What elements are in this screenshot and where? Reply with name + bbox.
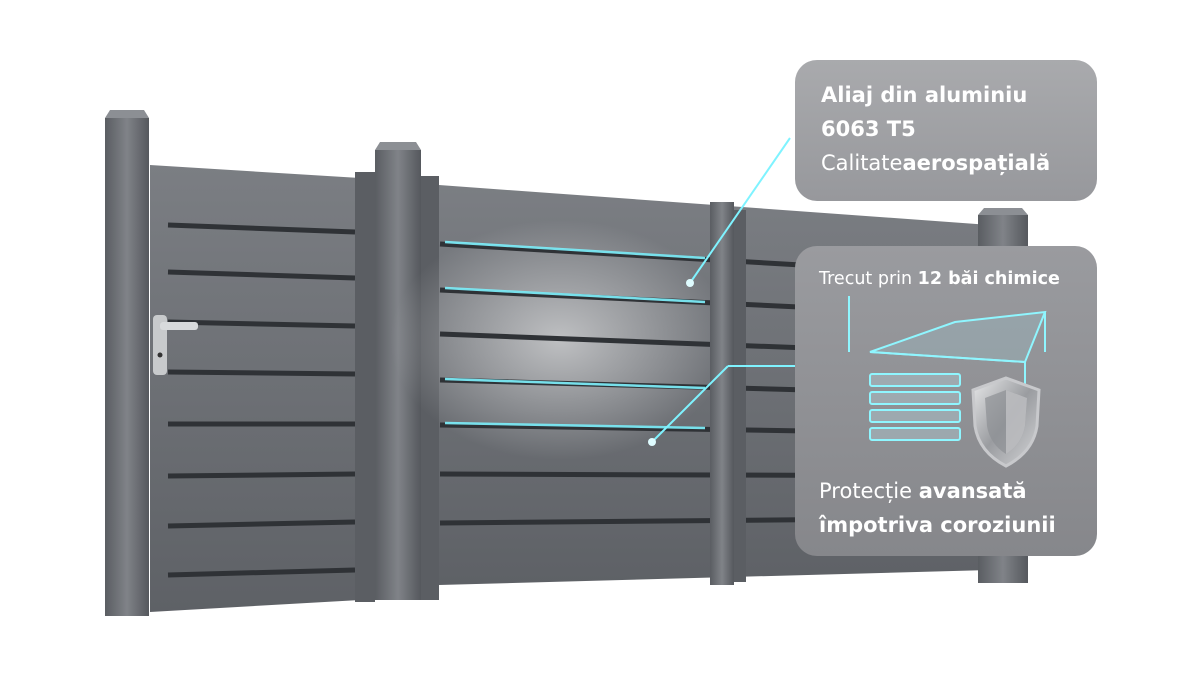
alloy-title: Aliaj din aluminiu <box>821 83 1028 107</box>
glow-highlights <box>444 240 706 430</box>
quality-label: Calitate <box>821 151 903 175</box>
quality-value: aerospațială <box>902 151 1051 175</box>
left-post <box>105 118 149 616</box>
treatment-info-card: Trecut prin 12 băi chimice <box>795 246 1097 556</box>
treatment-header: Trecut prin 12 băi chimice <box>819 264 1073 294</box>
door-handle <box>153 315 198 375</box>
callout-lines <box>651 137 795 443</box>
treatment-label: Trecut prin <box>819 269 913 289</box>
treatment-count: 12 băi chimice <box>917 269 1060 289</box>
protection-line1: Protecție avansată <box>819 474 1056 508</box>
layers-icon <box>848 296 1047 441</box>
protection-value: avansată <box>918 479 1027 503</box>
pedestrian-gate <box>150 165 360 612</box>
alloy-info-card: Aliaj din aluminiu 6063 T5 Calitateaeros… <box>795 60 1097 201</box>
alloy-grade: 6063 T5 <box>821 117 916 141</box>
shield-icon <box>971 376 1041 468</box>
protection-label: Protecție <box>819 479 913 503</box>
protection-text: Protecție avansată împotriva coroziunii <box>819 474 1056 542</box>
protection-line2: împotriva coroziunii <box>819 513 1056 537</box>
quality-line: Calitateaerospațială <box>821 146 1071 180</box>
